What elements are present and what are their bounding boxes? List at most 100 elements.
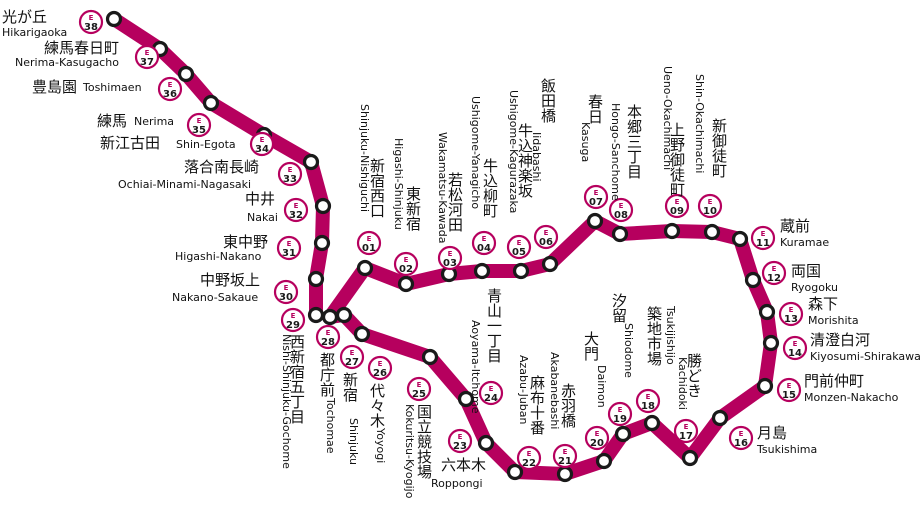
station-marker-31[interactable] bbox=[313, 234, 331, 252]
station-marker-01[interactable] bbox=[356, 259, 374, 277]
station-marker-32[interactable] bbox=[314, 197, 332, 215]
station-badge-30: E30 bbox=[273, 279, 299, 305]
station-marker-15[interactable] bbox=[756, 377, 774, 395]
badge-line-code: E bbox=[291, 312, 296, 320]
badge-line-code: E bbox=[489, 385, 494, 393]
station-marker-02[interactable] bbox=[397, 275, 415, 293]
station-name-jp: 汐留 bbox=[610, 293, 628, 323]
badge-station-number: 29 bbox=[286, 320, 300, 331]
badge-line-code: E bbox=[404, 256, 409, 264]
station-badge-23: E23 bbox=[447, 428, 473, 454]
station-marker-16[interactable] bbox=[711, 409, 729, 427]
station-marker-04[interactable] bbox=[473, 262, 491, 280]
station-name-en: Ueno-Okachimachi bbox=[661, 66, 674, 170]
station-marker-22[interactable] bbox=[506, 463, 524, 481]
badge-line-code: E bbox=[197, 117, 202, 125]
station-marker-13[interactable] bbox=[758, 303, 776, 321]
station-name-jp: 都庁前 bbox=[318, 352, 336, 398]
station-marker-17[interactable] bbox=[681, 449, 699, 467]
station-marker-08[interactable] bbox=[611, 225, 629, 243]
station-name-en: Nishi-Shinjuku-Gochome bbox=[280, 334, 293, 469]
badge-station-number: 05 bbox=[512, 247, 526, 258]
station-marker-18[interactable] bbox=[643, 414, 661, 432]
station-marker-23[interactable] bbox=[477, 434, 495, 452]
badge-station-number: 15 bbox=[782, 390, 796, 401]
station-name-jp: 春日 bbox=[586, 94, 604, 124]
station-name-en: Yoyogi bbox=[374, 427, 387, 463]
station-marker-35[interactable] bbox=[202, 94, 220, 112]
badge-ring bbox=[280, 307, 306, 333]
badge-station-number: 02 bbox=[399, 264, 413, 275]
station-name-jp: 練馬 bbox=[97, 112, 127, 130]
station-marker-09[interactable] bbox=[663, 222, 681, 240]
badge-ring bbox=[506, 234, 532, 260]
badge-line-code: E bbox=[448, 250, 453, 258]
station-name-jp: 西新宿五丁目 bbox=[288, 334, 306, 424]
station-name-en: Monzen-Nakacho bbox=[804, 391, 899, 404]
station-marker-29[interactable] bbox=[307, 306, 325, 324]
station-marker-26[interactable] bbox=[353, 325, 371, 343]
station-name-en: Shinjuku bbox=[347, 418, 360, 465]
badge-ring bbox=[697, 193, 723, 219]
badge-line-code: E bbox=[260, 136, 265, 144]
station-badge-13: E13 bbox=[778, 301, 804, 327]
station-marker-36[interactable] bbox=[177, 65, 195, 83]
station-name-en: Ochiai-Minami-Nagasaki bbox=[118, 178, 251, 191]
badge-line-code: E bbox=[595, 430, 600, 438]
station-name-jp: 牛込神楽坂 bbox=[516, 123, 534, 198]
badge-station-number: 25 bbox=[412, 389, 426, 400]
badge-line-code: E bbox=[563, 448, 568, 456]
badge-line-code: E bbox=[350, 349, 355, 357]
station-marker-38[interactable] bbox=[105, 10, 123, 28]
station-badge-22: E22 bbox=[516, 445, 542, 471]
badge-station-number: 08 bbox=[614, 210, 628, 221]
badge-line-code: E bbox=[618, 406, 623, 414]
badge-station-number: 34 bbox=[255, 144, 269, 155]
badge-ring bbox=[607, 401, 633, 427]
station-marker-28[interactable] bbox=[321, 308, 339, 326]
route-line-branch bbox=[107, 12, 330, 322]
station-badge-25: E25 bbox=[406, 376, 432, 402]
badge-station-number: 16 bbox=[734, 438, 748, 449]
badge-ring bbox=[608, 197, 634, 223]
badge-ring bbox=[664, 193, 690, 219]
station-marker-27[interactable] bbox=[335, 306, 353, 324]
station-marker-25[interactable] bbox=[421, 348, 439, 366]
station-marker-12[interactable] bbox=[744, 271, 762, 289]
badge-line-code: E bbox=[288, 166, 293, 174]
station-name-en: Ushigome-Yanagicho bbox=[469, 96, 482, 209]
station-name-en: Tsukishima bbox=[756, 443, 817, 456]
station-name-jp: 若松河田 bbox=[446, 172, 464, 232]
badge-ring bbox=[406, 376, 432, 402]
station-marker-05[interactable] bbox=[512, 262, 530, 280]
station-marker-11[interactable] bbox=[731, 230, 749, 248]
station-name-jp: 東中野 bbox=[223, 233, 268, 251]
station-marker-24[interactable] bbox=[457, 390, 475, 408]
badge-line-code: E bbox=[793, 340, 798, 348]
badge-ring bbox=[283, 197, 309, 223]
station-marker-19[interactable] bbox=[614, 425, 632, 443]
badge-ring bbox=[728, 425, 754, 451]
station-marker-33[interactable] bbox=[302, 153, 320, 171]
station-marker-14[interactable] bbox=[762, 334, 780, 352]
station-badge-16: E16 bbox=[728, 425, 754, 451]
station-name-jp: 勝どき bbox=[685, 353, 703, 398]
badge-line-code: E bbox=[517, 239, 522, 247]
station-marker-20[interactable] bbox=[595, 452, 613, 470]
station-marker-21[interactable] bbox=[556, 465, 574, 483]
station-marker-10[interactable] bbox=[703, 223, 721, 241]
station-name-en: Ryogoku bbox=[791, 281, 838, 294]
station-name-en: Toshimaen bbox=[82, 81, 142, 94]
badge-ring bbox=[315, 324, 341, 350]
station-marker-07[interactable] bbox=[586, 212, 604, 230]
station-badge-03: E03 bbox=[437, 245, 463, 271]
station-marker-06[interactable] bbox=[541, 255, 559, 273]
badge-station-number: 11 bbox=[756, 238, 770, 249]
station-name-jp: 新宿西口 bbox=[368, 158, 386, 218]
station-marker-30[interactable] bbox=[307, 270, 325, 288]
station-name-jp: 月島 bbox=[757, 424, 787, 442]
badge-line-code: E bbox=[761, 230, 766, 238]
station-name-jp: 本郷三丁目 bbox=[625, 104, 643, 179]
badge-line-code: E bbox=[787, 382, 792, 390]
